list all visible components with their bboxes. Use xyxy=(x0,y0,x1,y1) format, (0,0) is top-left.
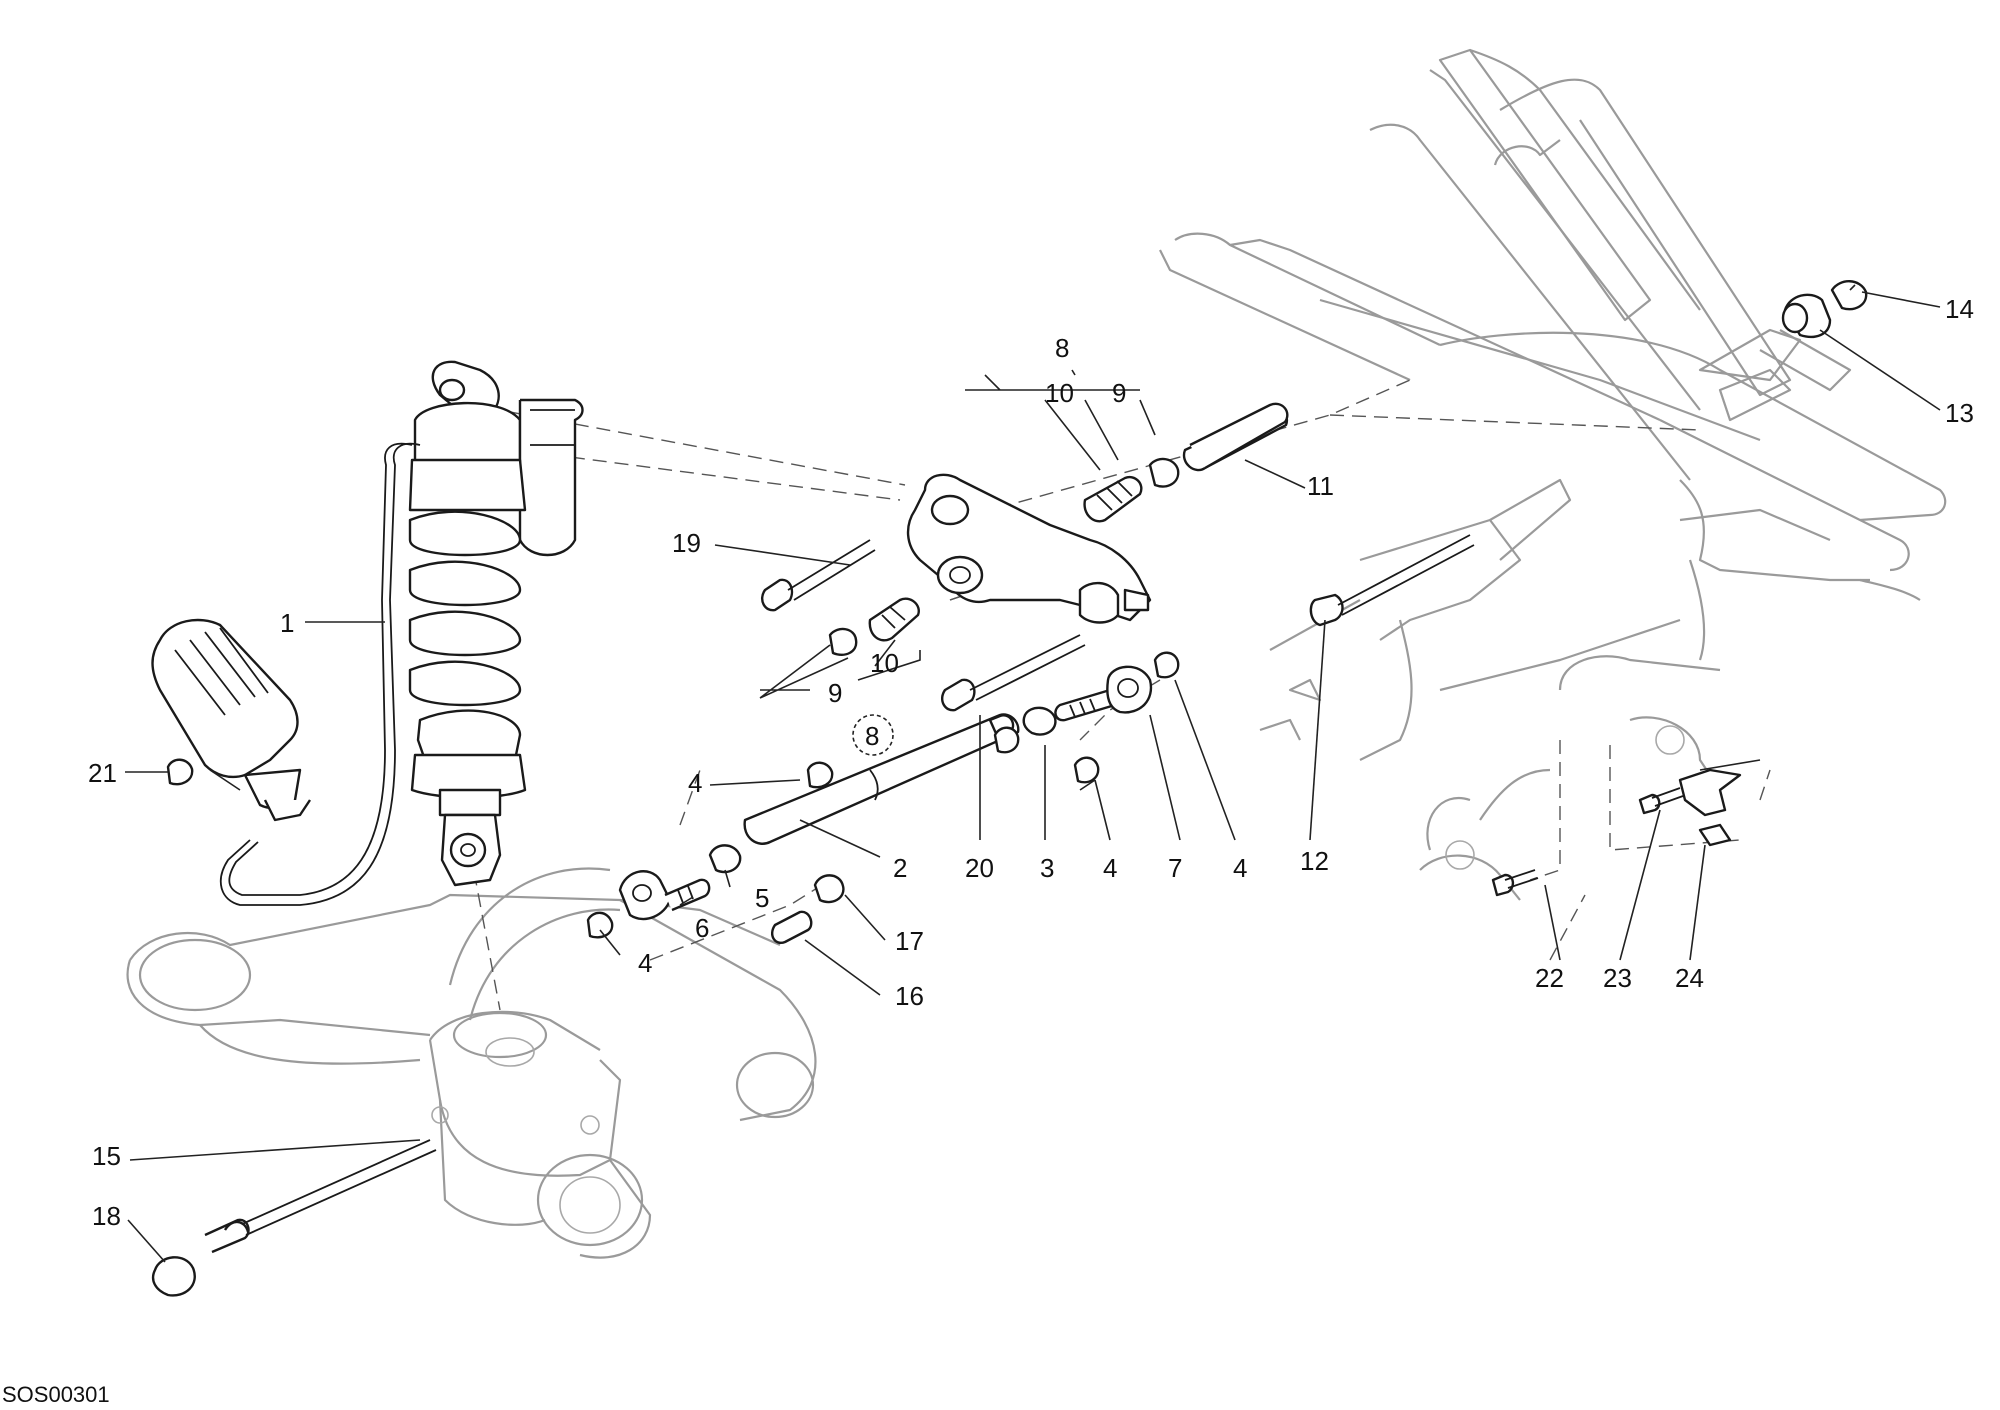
callout-16: 16 xyxy=(895,981,924,1011)
rocker-arm xyxy=(906,473,1152,624)
callout-4-mid: 4 xyxy=(1103,853,1117,883)
callout-5: 5 xyxy=(755,883,769,913)
spacer-pin-11 xyxy=(1189,402,1289,470)
bolt-20 xyxy=(941,634,1086,712)
drawing-code: SOS00301 xyxy=(2,1382,110,1407)
rear-shock-absorber xyxy=(408,360,584,887)
bolt-19 xyxy=(761,539,876,612)
swingarm-ghost xyxy=(126,867,817,1259)
pushrod xyxy=(743,713,1020,845)
eye-rod-7 xyxy=(1054,665,1153,722)
callout-4-upper: 4 xyxy=(688,768,702,798)
washer-ring-lower xyxy=(993,726,1020,754)
callout-4-right: 4 xyxy=(1233,853,1247,883)
cap-4-right xyxy=(1153,651,1180,679)
callout-2: 2 xyxy=(893,853,907,883)
callout-9-lower: 9 xyxy=(828,678,842,708)
callout-13: 13 xyxy=(1945,398,1974,428)
callout-22: 22 xyxy=(1535,963,1564,993)
callout-18: 18 xyxy=(92,1201,121,1231)
callout-14: 14 xyxy=(1945,294,1974,324)
cap-4-lower xyxy=(1073,756,1100,784)
callout-10-top: 10 xyxy=(1045,378,1074,408)
callout-23: 23 xyxy=(1603,963,1632,993)
washer-5 xyxy=(708,844,742,874)
preload-adjuster xyxy=(151,442,421,906)
callout-3: 3 xyxy=(1040,853,1054,883)
eye-rod-6 xyxy=(618,870,711,921)
bushing-3 xyxy=(1022,706,1057,736)
callout-7: 7 xyxy=(1168,853,1182,883)
callout-10-lower: 10 xyxy=(870,648,899,678)
callout-24: 24 xyxy=(1675,963,1704,993)
circled-8-marker xyxy=(852,714,894,756)
cap-21 xyxy=(166,758,194,786)
bolt-23 xyxy=(1638,787,1684,815)
bolt-22 xyxy=(1491,869,1539,897)
cap-4-upper xyxy=(806,761,834,789)
leader-lines xyxy=(125,284,1941,1263)
cap-18 xyxy=(151,1256,196,1297)
bolt-15 xyxy=(204,1139,437,1254)
callout-6: 6 xyxy=(695,913,709,943)
bracket-24 xyxy=(1678,768,1742,847)
bolt-12 xyxy=(1309,534,1475,627)
callout-8-top: 8 xyxy=(1055,333,1069,363)
callout-17: 17 xyxy=(895,926,924,956)
cap-4-left xyxy=(586,911,614,939)
spacer-16-cap-17 xyxy=(771,874,845,945)
lower-bushings xyxy=(828,597,920,656)
callout-19: 19 xyxy=(672,528,701,558)
callout-labels: 1 2 3 4 4 4 4 5 6 7 8 8 9 9 10 10 11 12 … xyxy=(2,294,1974,1407)
callout-4-lower-left: 4 xyxy=(638,948,652,978)
callout-11: 11 xyxy=(1307,471,1334,501)
callout-8-circled: 8 xyxy=(865,721,879,751)
callout-15: 15 xyxy=(92,1141,121,1171)
callout-20: 20 xyxy=(965,853,994,883)
frame-ghost xyxy=(1159,48,1947,901)
bushing-13-cap-14 xyxy=(1781,280,1868,339)
callout-21: 21 xyxy=(88,758,117,788)
callout-12: 12 xyxy=(1300,846,1329,876)
callout-9-top: 9 xyxy=(1112,378,1126,408)
callout-1: 1 xyxy=(280,608,294,638)
